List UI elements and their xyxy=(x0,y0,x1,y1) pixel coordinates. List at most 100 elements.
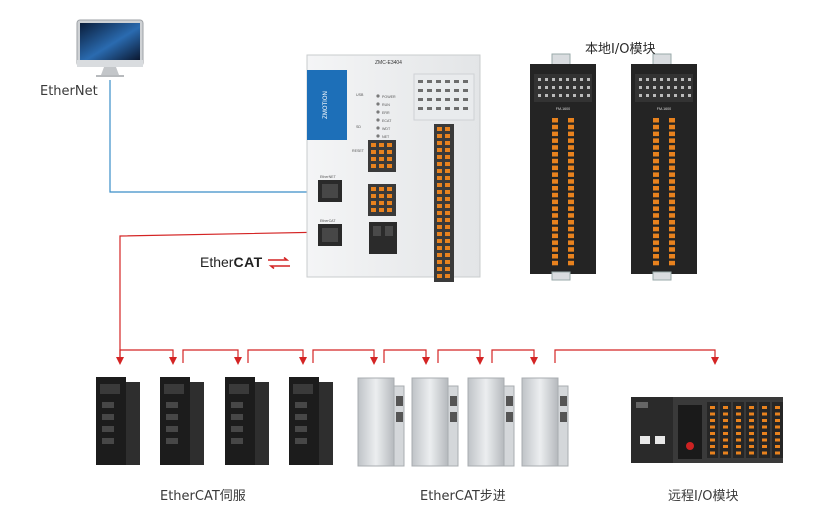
terminal-pin xyxy=(775,445,780,448)
module-led xyxy=(573,86,576,89)
io-slot xyxy=(746,402,757,458)
controller-port-label: USB xyxy=(356,93,364,97)
terminal-pin xyxy=(653,226,659,232)
terminal-pin xyxy=(749,432,754,435)
io-indicator xyxy=(454,89,459,92)
terminal-pin xyxy=(736,406,741,409)
terminal-pin xyxy=(445,218,450,222)
terminal-pin xyxy=(552,124,558,130)
terminal-pin xyxy=(723,438,728,442)
terminal-pin xyxy=(669,131,675,137)
drive-connector xyxy=(560,396,567,406)
terminal-pin xyxy=(736,445,741,448)
terminal-pin xyxy=(387,194,392,198)
terminal-pin xyxy=(669,240,675,245)
drive-connector xyxy=(295,414,307,420)
controller-led xyxy=(376,126,380,130)
terminal-pin xyxy=(552,118,558,123)
terminal-pin xyxy=(445,267,450,271)
controller-port-label: RESET xyxy=(352,149,365,153)
terminal-pin xyxy=(653,240,659,245)
terminal-pin xyxy=(723,445,728,448)
stepper-label: EtherCAT步进 xyxy=(420,489,506,504)
drive-display xyxy=(293,384,313,394)
bus-link xyxy=(437,349,484,365)
terminal-pin xyxy=(371,187,376,191)
bus-link xyxy=(119,349,177,365)
terminal-pin xyxy=(445,127,450,131)
module-led xyxy=(653,78,656,81)
terminal-pin xyxy=(379,143,384,147)
terminal-pin xyxy=(445,239,450,243)
io-slot xyxy=(759,402,770,458)
terminal-pin xyxy=(437,267,442,271)
module-led xyxy=(545,78,548,81)
module-model: FM-1600 xyxy=(556,107,570,111)
io-indicator xyxy=(454,107,459,110)
bus-link xyxy=(312,349,378,365)
terminal-pin xyxy=(653,158,659,164)
drive-body xyxy=(521,377,559,467)
terminal-pin xyxy=(552,254,558,259)
terminal-pin xyxy=(552,172,558,177)
terminal-pin xyxy=(749,425,754,429)
controller-led-label: NET xyxy=(382,135,390,139)
terminal-pin xyxy=(371,194,376,198)
module-led xyxy=(580,86,583,89)
drive-connector xyxy=(396,412,403,422)
module-led xyxy=(653,94,656,97)
terminal-pin xyxy=(445,134,450,138)
terminal-pin xyxy=(445,211,450,215)
terminal-pin xyxy=(669,199,675,205)
ethercat-logo-bold: CAT xyxy=(233,254,263,270)
module-led xyxy=(552,86,555,89)
io-indicator xyxy=(463,98,468,101)
module-led xyxy=(587,78,590,81)
terminal-pin xyxy=(552,138,558,143)
terminal-pin xyxy=(653,206,659,211)
terminal-pin xyxy=(568,199,574,205)
terminal-pin xyxy=(775,451,780,455)
io-indicator xyxy=(418,107,423,110)
terminal-pin xyxy=(568,220,574,225)
terminal-pin xyxy=(710,412,715,416)
drive-connector xyxy=(231,414,243,420)
terminal-pin xyxy=(710,451,715,455)
terminal-pin xyxy=(775,432,780,435)
terminal-block xyxy=(434,124,454,282)
drive-connector xyxy=(506,396,513,406)
io-indicator xyxy=(463,89,468,92)
drive-connector xyxy=(295,402,307,408)
module-led xyxy=(660,94,663,97)
terminal-pin xyxy=(445,183,450,187)
local-io-module: FM-1600 xyxy=(631,53,697,281)
terminal-pin xyxy=(775,425,780,429)
terminal-pin xyxy=(723,451,728,455)
terminal-pin xyxy=(568,254,574,259)
terminal-pin xyxy=(653,192,659,198)
module-led-panel xyxy=(635,74,693,102)
terminal-pin xyxy=(710,432,715,435)
terminal-pin xyxy=(437,204,442,208)
terminal-pin xyxy=(669,226,675,232)
terminal-pin xyxy=(653,152,659,157)
io-indicator xyxy=(436,107,441,110)
drive-display xyxy=(229,384,249,394)
terminal-pin xyxy=(445,169,450,173)
controller-led xyxy=(376,110,380,114)
drive-body xyxy=(357,377,395,467)
terminal-pin xyxy=(437,141,442,145)
terminal-pin xyxy=(568,165,574,171)
module-led xyxy=(580,78,583,81)
ethernet-label: EtherNet xyxy=(40,84,98,99)
bus-link xyxy=(491,349,538,365)
terminal-pin xyxy=(437,183,442,187)
terminal-pin xyxy=(387,164,392,168)
terminal-pin xyxy=(669,165,675,171)
terminal-pin xyxy=(669,158,675,164)
terminal-pin xyxy=(371,150,376,154)
terminal-pin xyxy=(653,145,659,150)
terminal-pin xyxy=(552,145,558,150)
drive-connector xyxy=(506,412,513,422)
